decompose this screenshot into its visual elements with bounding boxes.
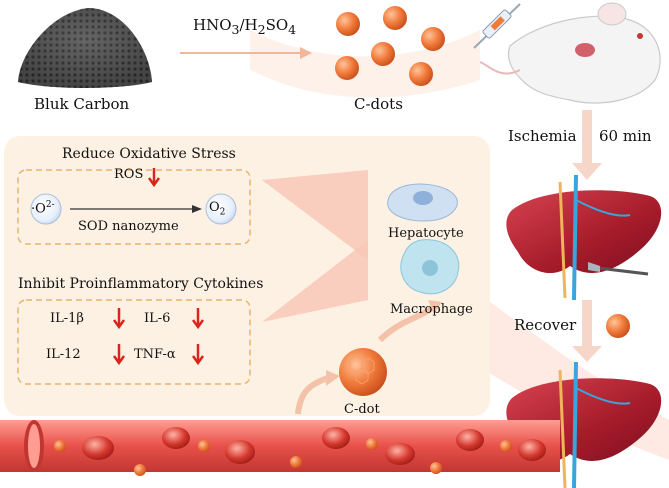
acid-sub-3: 4 (288, 22, 297, 37)
hepatocyte-label: Hepatocyte (388, 226, 464, 241)
bulk-carbon-image (18, 8, 152, 88)
oxidative-title: Reduce Oxidative Stress (62, 146, 236, 162)
radical-main: O (35, 201, 46, 217)
superoxide-bubble (30, 193, 62, 225)
red-blood-cell-icon (82, 427, 546, 465)
uptake-arrow-1 (295, 375, 329, 415)
duration-label: 60 min (599, 127, 652, 145)
ischemia-label: Ischemia (508, 127, 577, 145)
acid-part-1: HNO (193, 16, 232, 34)
tnfa-down-arrow (191, 344, 205, 366)
hepatocyte-icon (387, 183, 458, 222)
flow-wedge-bottom (262, 240, 368, 322)
liver-icon-ischemic (506, 174, 662, 301)
acid-part-2: /H (239, 16, 258, 34)
mouse-icon (479, 2, 661, 104)
ischemia-arrow (572, 110, 602, 180)
cdot-label: C-dot (344, 402, 380, 417)
flow-wedge-top (262, 170, 368, 260)
mechanism-panel (4, 136, 490, 416)
cytokine-il1b: IL-1β (50, 311, 84, 326)
il6-down-arrow (191, 308, 205, 330)
blood-vessel (0, 420, 560, 476)
macrophage-label: Macrophage (390, 302, 473, 317)
cytokine-box (17, 299, 251, 385)
uptake-arrow-2 (377, 305, 434, 343)
sod-nanozyme-label: SOD nanozyme (78, 219, 179, 234)
oxygen-main: O (209, 200, 220, 215)
cdot-icon-large (339, 348, 387, 396)
ros-label: ROS (114, 167, 144, 182)
recover-arrow (572, 300, 630, 362)
radical-dot: · (31, 201, 36, 217)
superoxide-label: ·O2- (31, 200, 55, 216)
acid-label: HNO3/H2SO4 (193, 16, 296, 37)
ros-down-arrow (147, 168, 161, 188)
recover-label: Recover (514, 316, 577, 334)
scalpel-icon (588, 262, 649, 276)
acid-sub-1: 3 (231, 22, 240, 37)
acid-sub-2: 2 (257, 22, 266, 37)
cdots-cluster (335, 6, 445, 86)
synthesis-arrow (180, 47, 312, 59)
bulk-carbon-label: Bluk Carbon (34, 95, 130, 113)
cdots-label: C-dots (354, 95, 403, 113)
cytokine-il12: IL-12 (46, 347, 81, 362)
cytokine-tnfa: TNF-α (134, 347, 176, 362)
oxygen-label: O2 (209, 200, 225, 218)
oxygen-bubble (205, 193, 237, 225)
cytokine-title: Inhibit Proinflammatory Cytokines (18, 276, 264, 292)
syringe-icon (473, 3, 521, 49)
cytokine-il6: IL-6 (144, 311, 171, 326)
il12-down-arrow (112, 344, 126, 366)
macrophage-icon (400, 239, 460, 295)
il1b-down-arrow (112, 308, 126, 330)
radical-sup: 2- (45, 200, 55, 210)
oxygen-sub: 2 (219, 207, 226, 218)
down-arrows (112, 168, 205, 366)
acid-part-3: SO (265, 16, 289, 34)
